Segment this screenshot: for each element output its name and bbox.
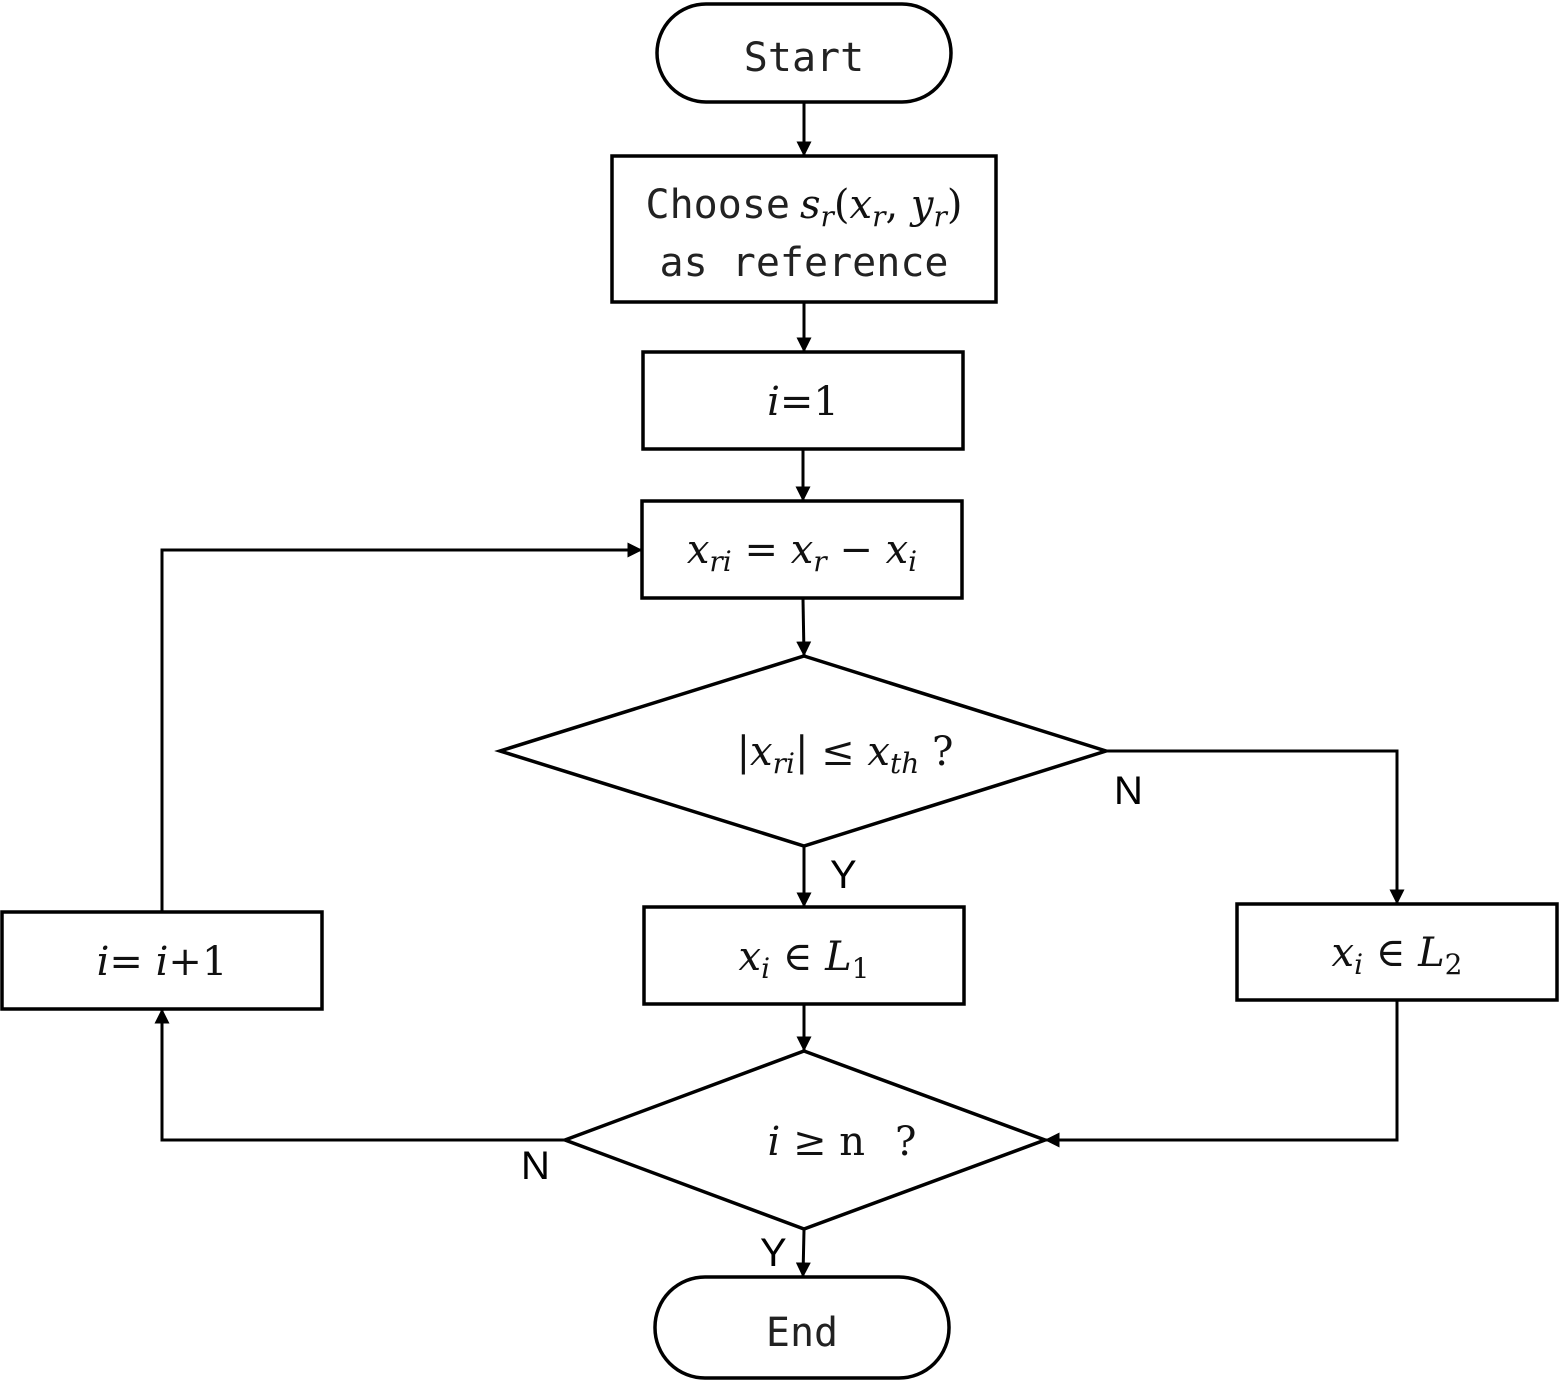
decision1-yes-label: Y [830, 853, 857, 897]
end-label: End [766, 1310, 838, 1356]
increment-label: i= i+1 [97, 939, 228, 985]
start-node: Start [655, 2, 953, 104]
init-node: i=1 [641, 350, 965, 451]
edge-increment-loop-to-difference [160, 542, 643, 911]
increment-node: i= i+1 [0, 910, 324, 1011]
edge-count-decision-yes-to-end [795, 1229, 811, 1278]
edge-difference-to-decision [796, 598, 812, 657]
init-label: i=1 [767, 379, 839, 425]
start-label: Start [744, 35, 864, 81]
threshold-decision-label: |xri| ≤ xth ? [737, 729, 954, 780]
l2-node: xi ∈ L2 [1235, 902, 1559, 1002]
threshold-decision: |xri| ≤ xth ? [494, 654, 1112, 848]
l1-node: xi ∈ L1 [642, 905, 966, 1006]
choose-reference-line2: as reference [660, 240, 949, 286]
l2-label: xi ∈ L2 [1332, 930, 1463, 981]
decision2-no-label: N [521, 1144, 550, 1188]
l1-label: xi ∈ L1 [739, 934, 870, 985]
edge-decision-no-to-l2 [1106, 749, 1405, 905]
decision1-no-label: N [1114, 769, 1143, 813]
count-decision: i ≥ n? [559, 1049, 1051, 1231]
difference-node: xri = xr − xi [640, 499, 964, 600]
end-node: End [653, 1275, 951, 1380]
difference-label: xri = xr − xi [687, 527, 917, 578]
edge-count-decision-no-to-increment [154, 1008, 565, 1142]
decision2-yes-label: Y [760, 1231, 787, 1275]
edge-l2-to-count-decision [1044, 1001, 1399, 1148]
count-decision-label: i ≥ n? [768, 1119, 917, 1165]
